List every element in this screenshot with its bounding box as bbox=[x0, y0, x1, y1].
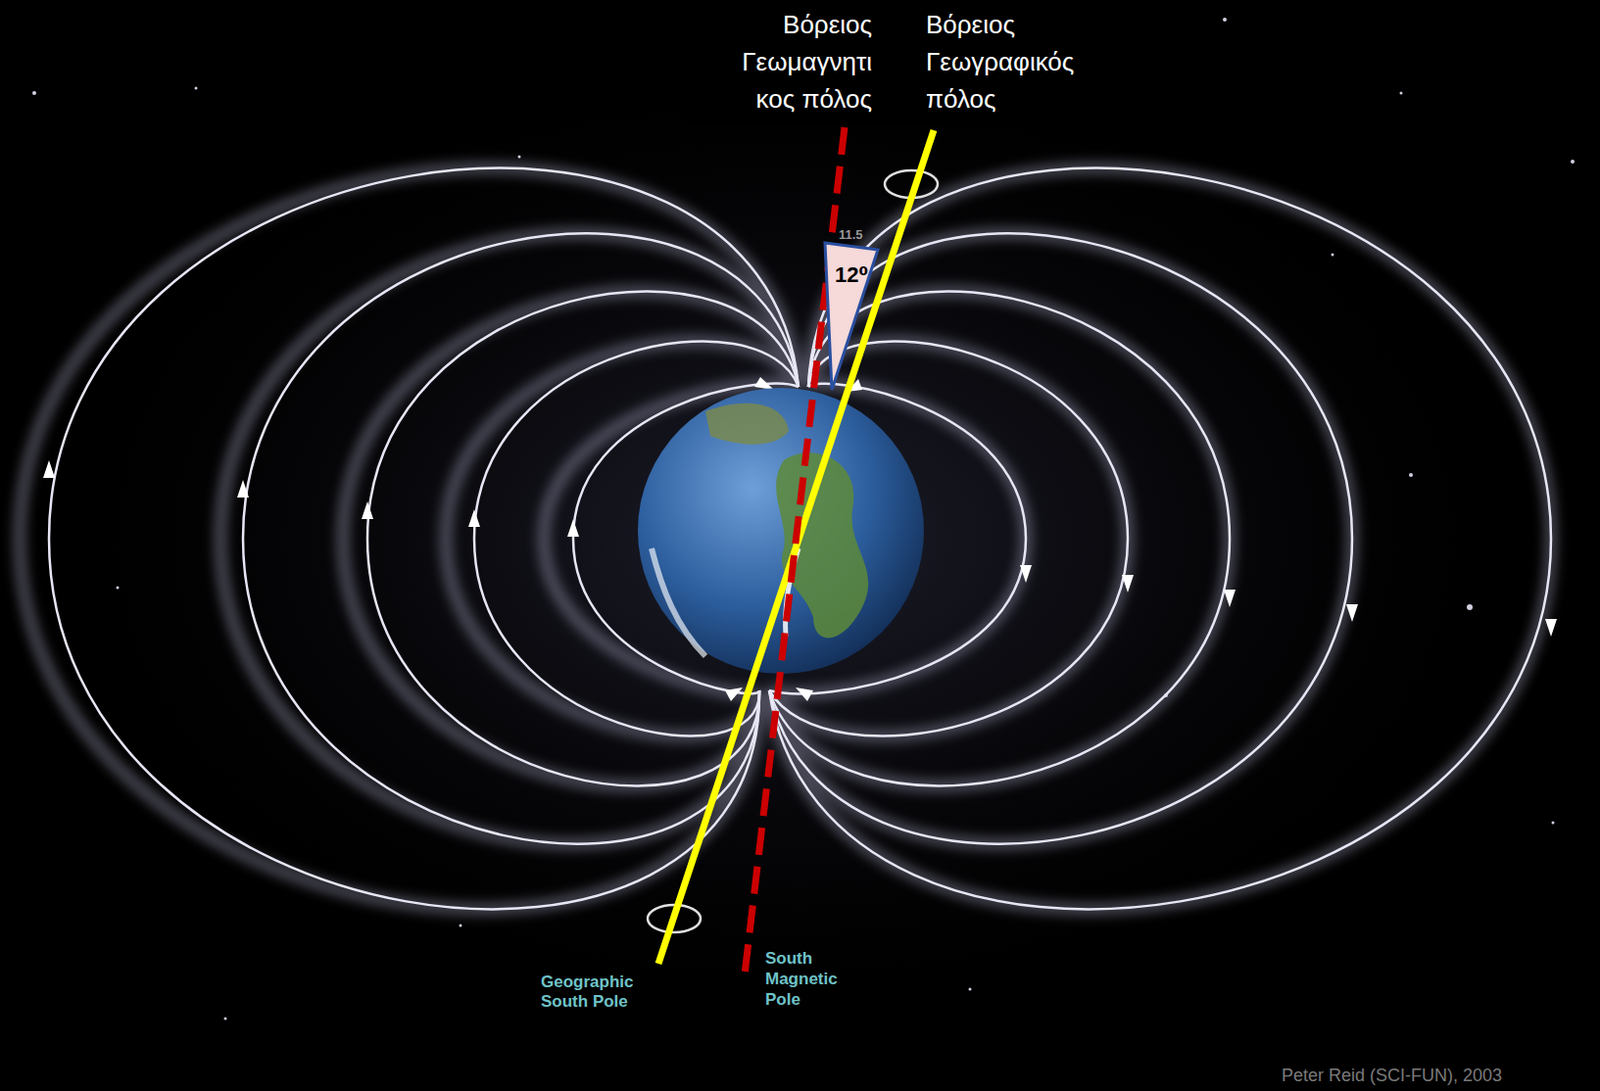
pole-label: Βόρειος Γεωμαγνητι κος πόλος bbox=[723, 5, 873, 118]
label-panel bbox=[685, 0, 1169, 125]
field-glow bbox=[19, 168, 1552, 911]
angle-value: 11.5 bbox=[838, 227, 878, 243]
angle-value: 12⁰ bbox=[834, 262, 874, 289]
earth bbox=[637, 387, 924, 675]
field-haze bbox=[0, 29, 1568, 1049]
pole-caption: Geographic South Pole bbox=[540, 972, 651, 1013]
pole-label: Βόρειος Γεωγραφικός πόλος bbox=[925, 5, 1113, 118]
pole-caption: South Magnetic Pole bbox=[765, 948, 848, 1011]
watermark: Peter Reid (SCI-FUN), 2003 bbox=[1281, 1065, 1596, 1087]
angle-wedge bbox=[824, 242, 878, 390]
geographic-axis bbox=[658, 130, 934, 965]
